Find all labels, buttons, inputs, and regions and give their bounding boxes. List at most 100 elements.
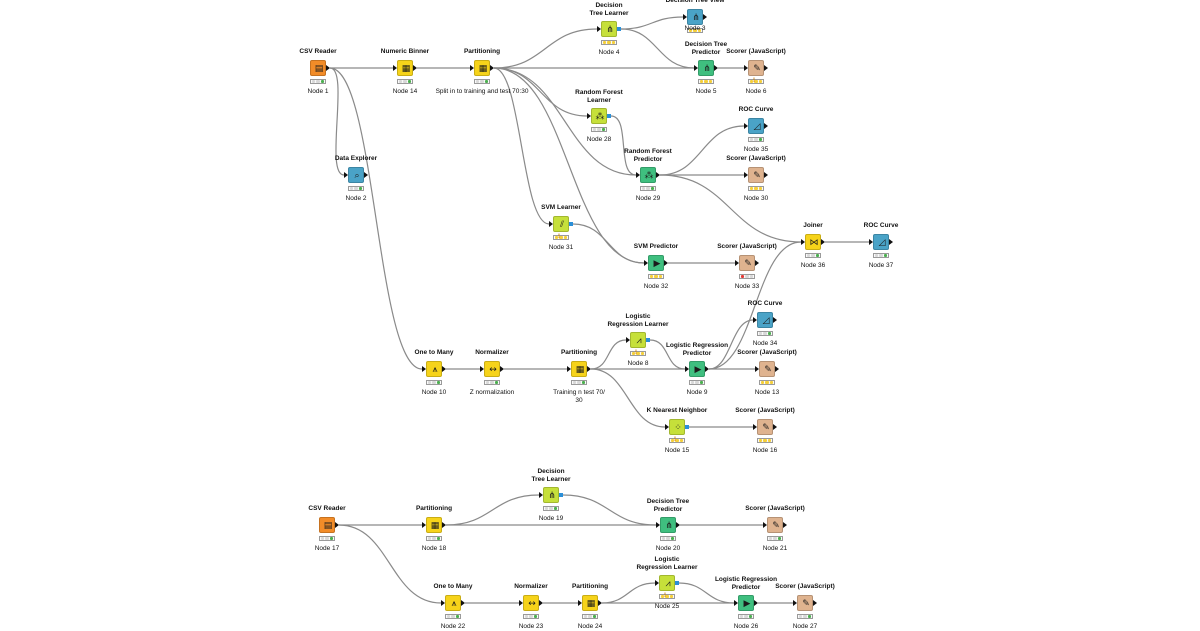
node-n16[interactable]: Scorer (JavaScript)✎Node 16 xyxy=(735,407,795,454)
model-output-port[interactable] xyxy=(646,338,650,342)
node-n17[interactable]: CSV Reader▤Node 17 xyxy=(308,505,345,552)
output-port[interactable] xyxy=(821,239,825,245)
input-port[interactable] xyxy=(587,113,591,119)
output-port[interactable] xyxy=(773,424,777,430)
connection-n4-n3[interactable] xyxy=(620,16,684,30)
input-port[interactable] xyxy=(393,65,397,71)
input-port[interactable] xyxy=(567,366,571,372)
node-n30[interactable]: Scorer (JavaScript)✎Node 30 xyxy=(726,155,786,202)
node-n13[interactable]: Scorer (JavaScript)✎Node 13 xyxy=(737,349,797,396)
node-n14[interactable]: Numeric Binner▦Node 14 xyxy=(381,48,429,95)
input-port[interactable] xyxy=(734,600,738,606)
connection-n9-n34[interactable] xyxy=(708,319,754,370)
output-port[interactable] xyxy=(461,600,465,606)
input-port[interactable] xyxy=(793,600,797,606)
node-n5[interactable]: Decision Tree Predictor⋔Node 5 xyxy=(685,41,727,95)
output-port[interactable] xyxy=(413,65,417,71)
node-n31[interactable]: SVM Learner⫽!Node 31 xyxy=(541,204,581,251)
node-n24[interactable]: Partitioning▦Node 24 xyxy=(572,583,608,630)
model-output-port[interactable] xyxy=(569,222,573,226)
node-n11[interactable]: Normalizer↔Z normalization xyxy=(470,349,514,396)
output-port[interactable] xyxy=(764,123,768,129)
node-n26[interactable]: Logistic Regression Predictor▶Node 26 xyxy=(715,576,777,630)
input-port[interactable] xyxy=(744,65,748,71)
output-port[interactable] xyxy=(364,172,368,178)
connection-n4-n5[interactable] xyxy=(620,28,695,69)
input-port[interactable] xyxy=(685,366,689,372)
input-port[interactable] xyxy=(763,522,767,528)
output-port[interactable] xyxy=(773,317,777,323)
input-port[interactable] xyxy=(753,424,757,430)
output-port[interactable] xyxy=(539,600,543,606)
node-n8[interactable]: Logistic Regression Learner⩘!Node 8 xyxy=(607,313,668,367)
node-n18[interactable]: Partitioning▦Node 18 xyxy=(416,505,452,552)
connection-n19-n20[interactable] xyxy=(562,494,657,526)
node-n3[interactable]: Decision Tree View⋔Node 3 xyxy=(666,0,724,33)
connection-n_part_top-n29[interactable] xyxy=(493,67,637,176)
connection-n28-n29[interactable] xyxy=(610,115,637,176)
node-n1[interactable]: CSV Reader▤Node 1 xyxy=(299,48,336,95)
input-port[interactable] xyxy=(744,172,748,178)
connection-n_part_top-n4[interactable] xyxy=(493,28,598,69)
input-port[interactable] xyxy=(683,14,687,20)
connection-n8-n9[interactable] xyxy=(649,339,686,370)
output-port[interactable] xyxy=(714,65,718,71)
node-n12[interactable]: Partitioning▦Training n test 70/ 30 xyxy=(553,349,605,404)
output-port[interactable] xyxy=(326,65,330,71)
input-port[interactable] xyxy=(441,600,445,606)
input-port[interactable] xyxy=(519,600,523,606)
output-port[interactable] xyxy=(705,366,709,372)
node-n23[interactable]: Normalizer↔Node 23 xyxy=(514,583,548,630)
output-port[interactable] xyxy=(754,600,758,606)
output-port[interactable] xyxy=(587,366,591,372)
input-port[interactable] xyxy=(744,123,748,129)
input-port[interactable] xyxy=(597,26,601,32)
node-n6[interactable]: Scorer (JavaScript)✎!Node 6 xyxy=(726,48,786,95)
output-port[interactable] xyxy=(775,366,779,372)
input-port[interactable] xyxy=(665,424,669,430)
model-output-port[interactable] xyxy=(685,425,689,429)
connection-n25-n26[interactable] xyxy=(678,582,735,604)
input-port[interactable] xyxy=(626,337,630,343)
connection-n12-n8[interactable] xyxy=(590,339,627,370)
input-port[interactable] xyxy=(869,239,873,245)
input-port[interactable] xyxy=(735,260,739,266)
node-n34[interactable]: ROC Curve◿Node 34 xyxy=(748,300,783,347)
connection-n1-n10[interactable] xyxy=(329,67,423,370)
node-n35[interactable]: ROC Curve◿Node 35 xyxy=(739,106,774,153)
input-port[interactable] xyxy=(755,366,759,372)
model-output-port[interactable] xyxy=(675,581,679,585)
node-n36[interactable]: Joiner⋈Node 36 xyxy=(801,222,826,269)
node-n32[interactable]: SVM Predictor▶Node 32 xyxy=(634,243,678,290)
connection-n29-n35[interactable] xyxy=(659,125,745,176)
output-port[interactable] xyxy=(889,239,893,245)
input-port[interactable] xyxy=(480,366,484,372)
input-port[interactable] xyxy=(422,366,426,372)
connection-n_part_top-n31[interactable] xyxy=(493,67,550,225)
input-port[interactable] xyxy=(655,580,659,586)
node-n29[interactable]: Random Forest Predictor⁂Node 29 xyxy=(624,148,672,202)
output-port[interactable] xyxy=(500,366,504,372)
model-output-port[interactable] xyxy=(559,493,563,497)
input-port[interactable] xyxy=(644,260,648,266)
connection-n1-n2[interactable] xyxy=(329,67,345,176)
input-port[interactable] xyxy=(470,65,474,71)
model-output-port[interactable] xyxy=(617,27,621,31)
input-port[interactable] xyxy=(539,492,543,498)
output-port[interactable] xyxy=(442,366,446,372)
node-n20[interactable]: Decision Tree Predictor⋔Node 20 xyxy=(647,498,689,552)
node-n4[interactable]: Decision Tree Learner⋔Node 4 xyxy=(589,2,628,56)
node-n25[interactable]: Logistic Regression Learner⩘!Node 25 xyxy=(636,556,697,610)
input-port[interactable] xyxy=(578,600,582,606)
input-port[interactable] xyxy=(694,65,698,71)
node-n19[interactable]: Decision Tree Learner⋔Node 19 xyxy=(531,468,570,522)
node-n28[interactable]: Random Forest Learner⁂Node 28 xyxy=(575,89,623,143)
output-port[interactable] xyxy=(656,172,660,178)
output-port[interactable] xyxy=(703,14,707,20)
node-n15[interactable]: K Nearest Neighbor⁘!Node 15 xyxy=(647,407,708,454)
output-port[interactable] xyxy=(598,600,602,606)
output-port[interactable] xyxy=(676,522,680,528)
node-n9[interactable]: Logistic Regression Predictor▶Node 9 xyxy=(666,342,728,396)
input-port[interactable] xyxy=(753,317,757,323)
